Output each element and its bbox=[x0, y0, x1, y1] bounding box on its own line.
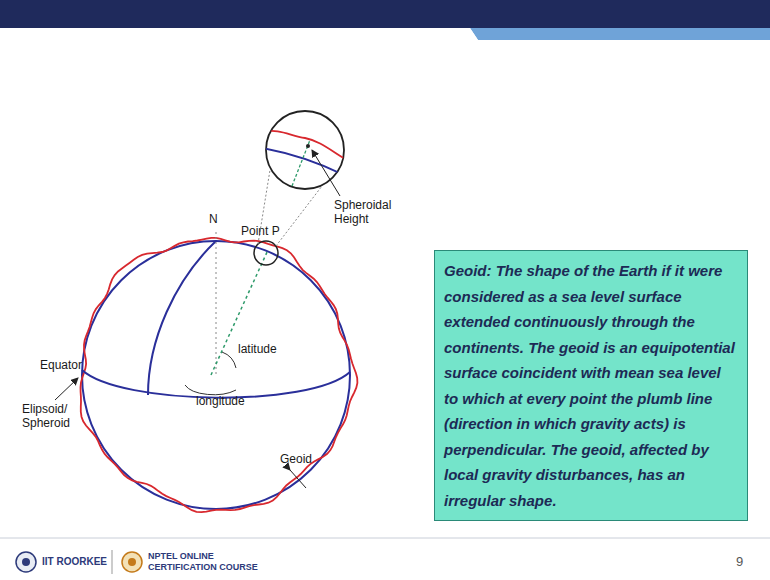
footer-text: NPTEL ONLINE CERTIFICATION COURSE bbox=[148, 551, 268, 573]
point-p-circle bbox=[254, 241, 278, 265]
definition-text: Geoid: The shape of the Earth if it were… bbox=[444, 258, 738, 513]
equator-line bbox=[82, 370, 350, 398]
header-bar bbox=[0, 0, 770, 28]
polar-axis bbox=[216, 232, 217, 375]
page-number: 9 bbox=[736, 554, 743, 569]
height-label: Spheroidal Height bbox=[334, 198, 394, 226]
point-label: Point P bbox=[241, 224, 280, 238]
equator-label: Equator bbox=[40, 358, 82, 372]
leader-line bbox=[55, 378, 78, 400]
iit-logo bbox=[16, 552, 36, 572]
leader-line bbox=[312, 150, 340, 196]
latitude-arc bbox=[222, 352, 236, 368]
definition-box: Geoid: The shape of the Earth if it were… bbox=[434, 250, 748, 521]
north-label: N bbox=[209, 212, 218, 226]
geoid-outline bbox=[81, 238, 358, 512]
footer-text: IIT ROORKEE bbox=[42, 556, 107, 568]
normal-line bbox=[211, 250, 268, 375]
header-accent bbox=[470, 28, 770, 40]
leader-line bbox=[290, 470, 306, 488]
meridian-line bbox=[148, 241, 216, 395]
longitude-arc bbox=[185, 385, 236, 395]
angle-label: longitude bbox=[196, 394, 245, 408]
angle-label: latitude bbox=[238, 342, 277, 356]
footer-rule bbox=[0, 538, 770, 539]
nptel-logo bbox=[122, 552, 142, 572]
geoid-label: Geoid bbox=[280, 452, 312, 466]
zoom-leader bbox=[276, 186, 322, 246]
ellipsoid-label: Elipsoid/ Spheroid bbox=[22, 402, 84, 430]
